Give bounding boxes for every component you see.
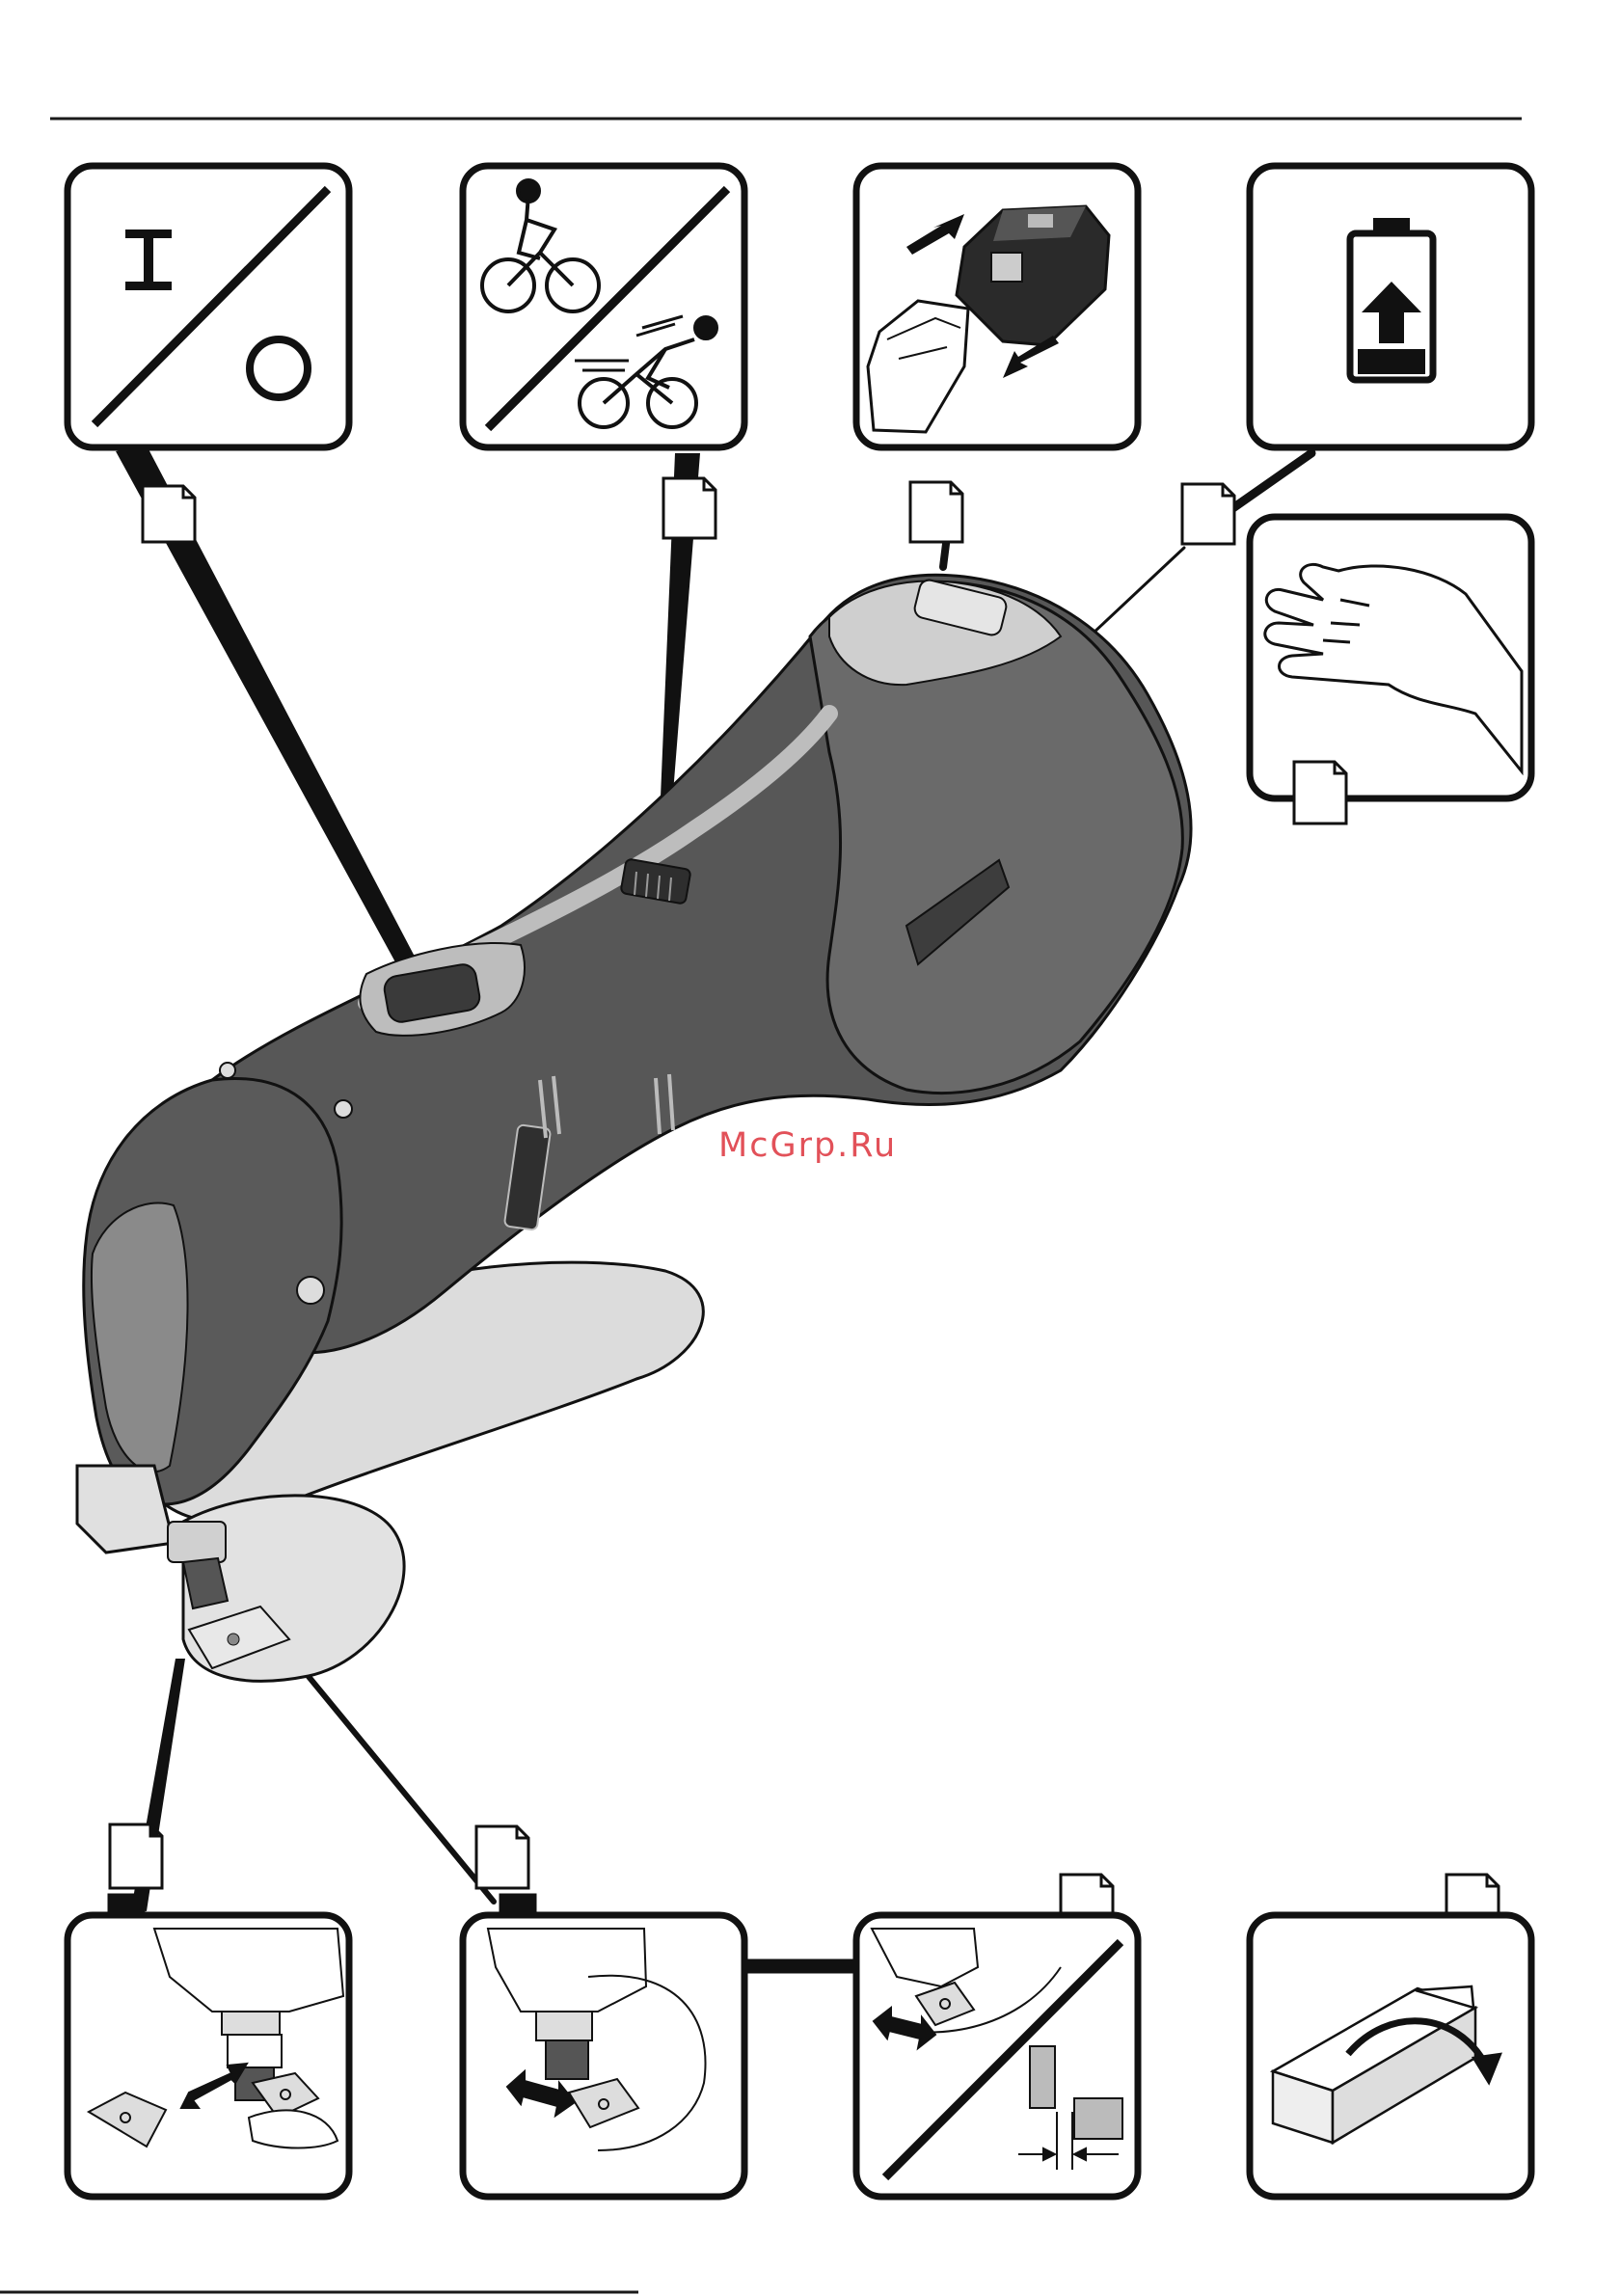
panel-blade-replace [68,1915,349,2197]
panel-blade-adjust [463,1915,744,2197]
battery-charging-icon [1350,218,1433,380]
doc-icon-2 [663,478,716,538]
doc-icon-3 [910,482,962,542]
panel-battery-charge [1250,166,1531,447]
panel-workpiece [1250,1915,1531,2197]
doc-icon-7 [476,1826,528,1888]
head-screw-1 [297,1277,324,1304]
tool-illustration [77,575,1191,1681]
watermark-text: McGrp.Ru [718,1126,897,1165]
link-bar [744,1959,860,1973]
panel-speed [463,166,744,447]
panel-battery-insert [856,166,1138,447]
blade-holder [168,1522,226,1562]
doc-icon-1 [143,486,195,542]
doc-icon-4 [1182,484,1234,544]
blade-screw [228,1634,239,1645]
leader-battery-charge-2 [1092,548,1184,635]
head-screw-3 [220,1063,235,1078]
panel-hand [1250,517,1531,798]
head-screw-2 [335,1100,352,1118]
panel-on-off [68,166,349,447]
panel-blade-gap [856,1915,1138,2197]
